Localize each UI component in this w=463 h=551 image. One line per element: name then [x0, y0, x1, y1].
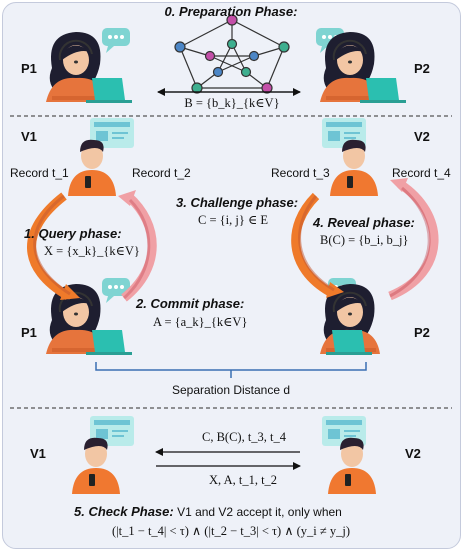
party-p1-middle: P1 — [21, 325, 37, 340]
verifier-v2-bottom-figure — [322, 416, 376, 494]
record-t3-label: Record t_3 — [271, 166, 330, 180]
record-t2-label: Record t_2 — [132, 166, 191, 180]
bits-formula: B = {b_k}_{k∈V} — [184, 96, 280, 110]
party-v1-bottom: V1 — [30, 446, 46, 461]
message-to-v2-text: X, A, t_1, t_2 — [209, 473, 278, 487]
party-p1-top: P1 — [21, 61, 37, 76]
reveal-phase-title: 4. Reveal phase: — [313, 215, 415, 230]
prover-p1-top-figure — [45, 28, 132, 103]
challenge-phase-title: 3. Challenge phase: — [176, 195, 299, 210]
reveal-formula: B(C) = {b_i, b_j} — [320, 233, 409, 247]
verifier-v2-figure — [322, 118, 378, 196]
party-v2-middle: V2 — [414, 129, 430, 144]
check-condition: (|t_1 − t_4| < τ) ∧ (|t_2 − t_3| < τ) ∧ … — [112, 524, 350, 538]
prover-p2-top-figure — [316, 28, 406, 103]
party-p2-top: P2 — [414, 61, 430, 76]
check-phase-title: 5. Check Phase: — [74, 504, 174, 519]
reveal-arrow — [388, 180, 439, 301]
verifier-v1-bottom-figure — [72, 416, 134, 494]
graph-network-icon — [174, 14, 290, 94]
record-t4-label: Record t_4 — [392, 166, 451, 180]
record-t1-label: Record t_1 — [10, 166, 69, 180]
check-phase-text: V1 and V2 accept it, only when — [177, 505, 342, 519]
query-formula: X = {x_k}_{k∈V} — [44, 244, 140, 258]
check-phase-line: 5. Check Phase: V1 and V2 accept it, onl… — [74, 504, 342, 520]
commit-phase-title: 2. Commit phase: — [136, 296, 245, 311]
preparation-phase-title: 0. Preparation Phase: — [164, 4, 298, 19]
verifier-v1-figure — [68, 118, 134, 196]
commit-formula: A = {a_k}_{k∈V} — [153, 315, 248, 329]
commit-arrow — [121, 192, 157, 302]
party-v1-middle: V1 — [21, 129, 37, 144]
challenge-formula: C = {i, j} ∈ E — [198, 213, 268, 227]
party-v2-bottom: V2 — [405, 446, 421, 461]
party-p2-middle: P2 — [414, 325, 430, 340]
separation-bracket — [95, 362, 367, 371]
message-to-v1-text: C, B(C), t_3, t_4 — [202, 430, 287, 444]
separation-distance-label: Separation Distance d — [171, 383, 291, 397]
query-phase-title: 1. Query phase: — [24, 226, 122, 241]
